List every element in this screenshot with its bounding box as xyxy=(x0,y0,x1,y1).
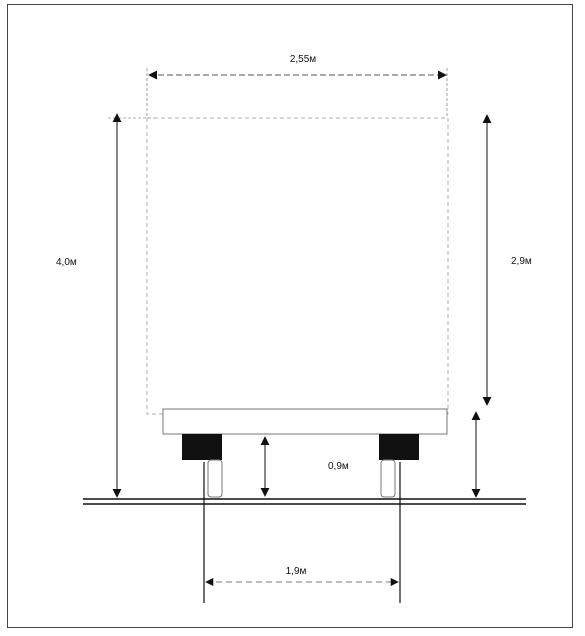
right-wheel-bottom xyxy=(380,459,396,498)
left-wheel-bottom xyxy=(207,459,223,498)
track-label: 1,9м xyxy=(286,566,307,577)
vehicle-chassis xyxy=(162,408,448,435)
right-wheel-top xyxy=(379,434,419,460)
vehicle-body xyxy=(146,117,449,415)
left-wheel-top xyxy=(182,434,222,460)
total-height-label: 4,0м xyxy=(56,257,77,268)
width-label: 2,55м xyxy=(290,54,316,65)
body-height-label: 2,9м xyxy=(511,256,532,267)
diagram-frame xyxy=(7,4,573,628)
clearance-label: 0,9м xyxy=(328,461,349,472)
